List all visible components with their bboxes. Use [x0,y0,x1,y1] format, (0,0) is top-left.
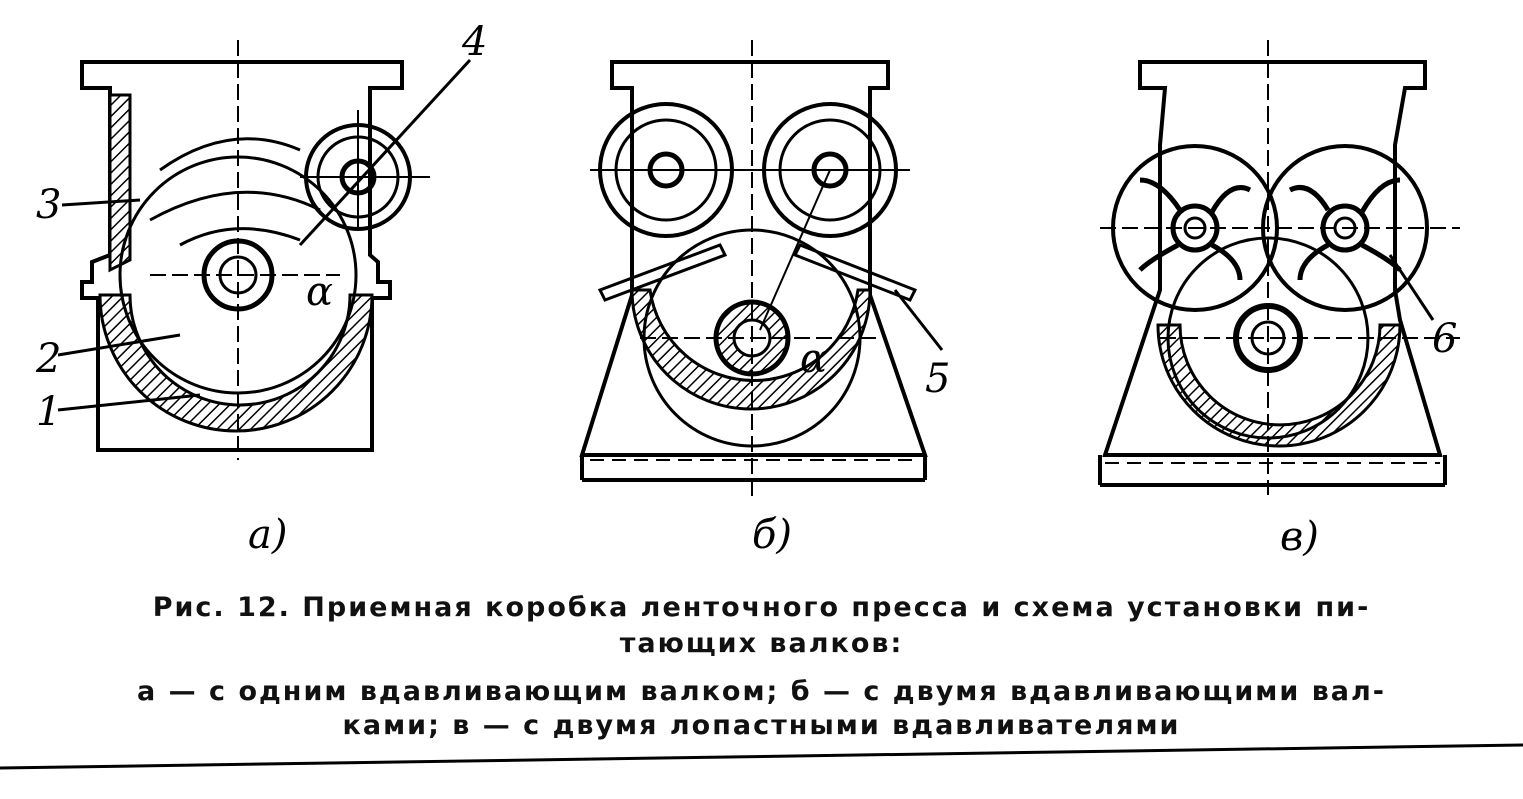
panel-label-v: в) [1280,514,1319,560]
label-part-1: 1 [36,389,61,435]
bottom-rule [0,743,1523,770]
label-part-3: 3 [36,182,61,228]
caption-line-1: Рис. 12. Приемная коробка ленточного пре… [152,592,1371,623]
label-part-4: 4 [461,19,487,65]
label-part-2: 2 [35,336,61,382]
hopper-a [80,60,404,452]
panel-a [57,40,472,460]
label-angle-b: α [800,336,827,382]
left-wall-a [108,93,132,273]
trough-b [630,288,872,411]
panel-label-a: а) [248,512,287,558]
hopper-v [1102,60,1443,457]
label-part-5: 5 [925,356,950,402]
panel-b [579,40,944,500]
caption-line-4: ками; в — с двумя лопастными вдавливател… [342,710,1181,741]
panel-label-b: б) [752,512,792,558]
label-angle-a: α [306,269,333,315]
caption-line-3: а — с одним вдавливающим валком; б — с д… [137,676,1386,707]
label-part-6: 6 [1432,316,1457,362]
trough-a [98,293,374,433]
caption-line-2: тающих валков: [619,628,904,659]
panel-v [1098,40,1460,495]
trough-v [1156,323,1402,448]
